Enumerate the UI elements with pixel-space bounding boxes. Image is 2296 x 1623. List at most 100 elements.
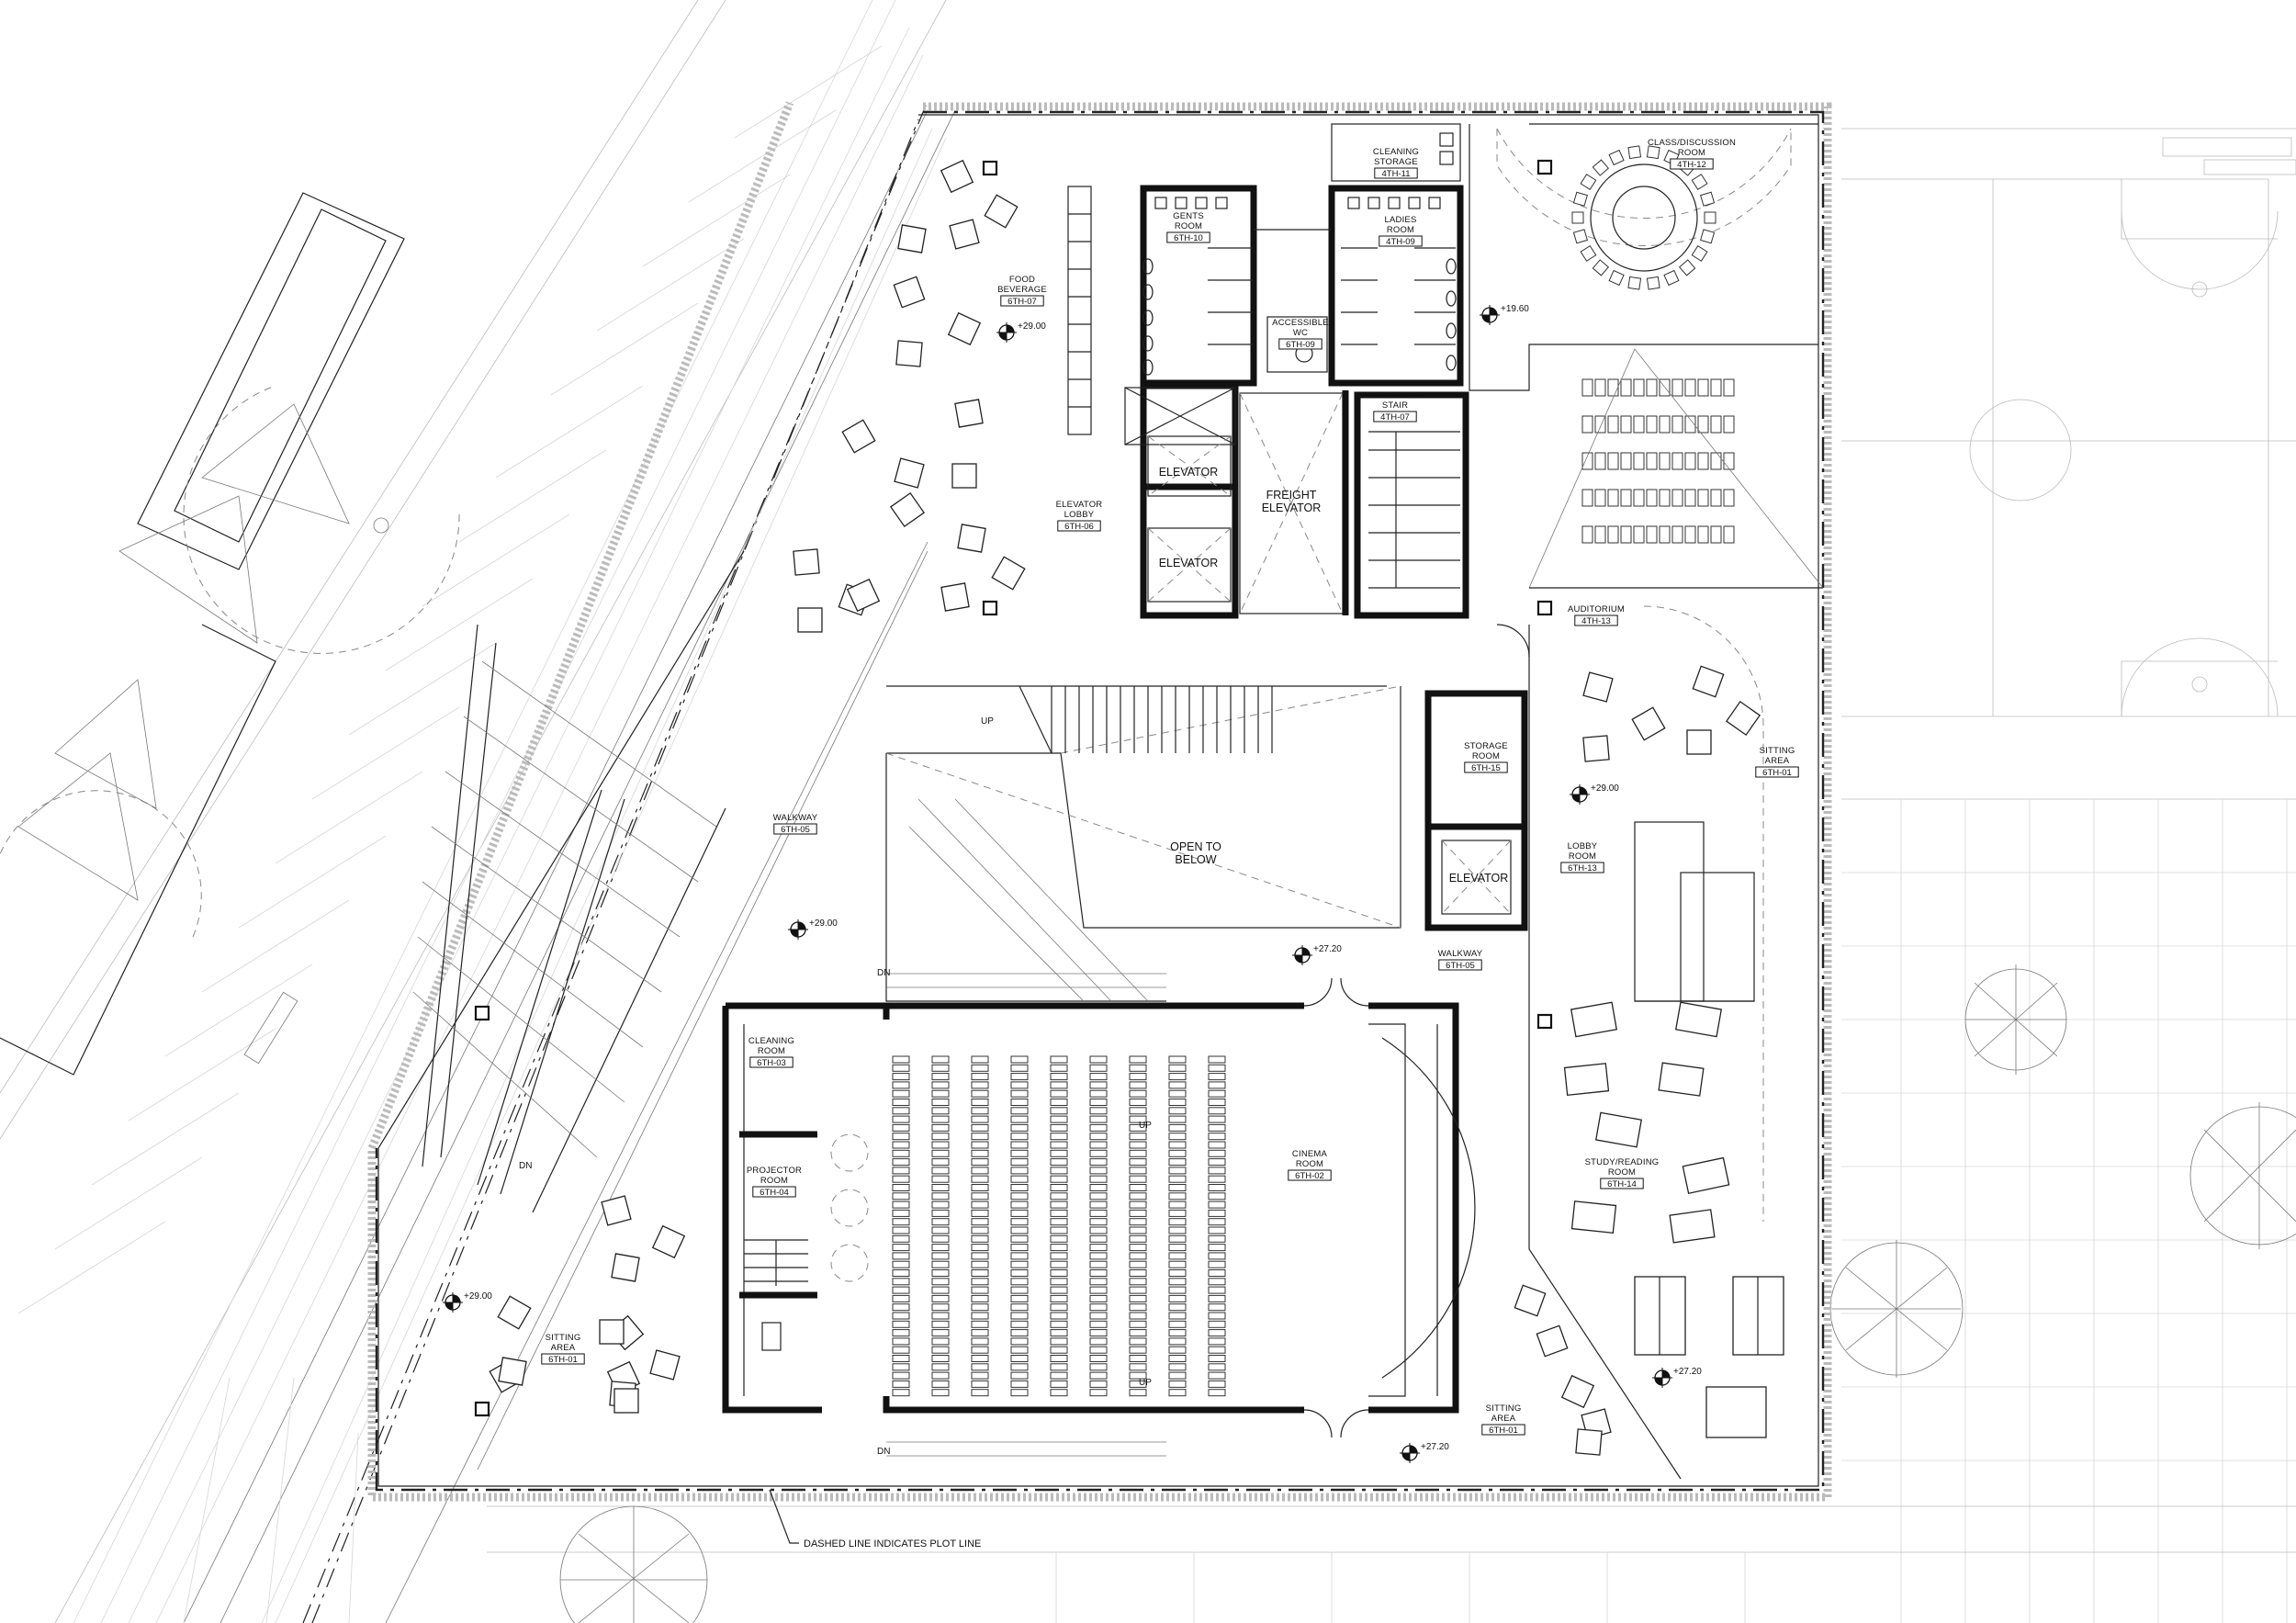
cinema-seat bbox=[1208, 1286, 1226, 1294]
cinema-seat bbox=[1010, 1175, 1029, 1183]
cinema-seat bbox=[1208, 1371, 1226, 1380]
cinema-seat bbox=[1089, 1244, 1108, 1252]
cinema-seat bbox=[1208, 1269, 1226, 1277]
round-table-chairs bbox=[1571, 145, 1716, 290]
cinema-seat bbox=[1050, 1115, 1068, 1123]
cinema-seat bbox=[1050, 1226, 1068, 1234]
cinema-seat bbox=[892, 1234, 910, 1243]
column bbox=[982, 600, 998, 616]
cinema-seat bbox=[971, 1149, 989, 1157]
lounge-chair bbox=[940, 582, 970, 612]
cinema-seat bbox=[931, 1320, 950, 1328]
cinema-seat bbox=[1168, 1337, 1187, 1346]
room-code-box bbox=[1373, 411, 1417, 423]
cinema-seat bbox=[1050, 1184, 1068, 1191]
lounge-chair bbox=[1560, 1374, 1595, 1409]
cinema-seat bbox=[1089, 1320, 1108, 1328]
cinema-seat bbox=[1089, 1312, 1108, 1320]
cinema-seat bbox=[971, 1115, 989, 1123]
auditorium-seat bbox=[1620, 378, 1632, 397]
cinema-seat bbox=[931, 1167, 950, 1175]
auditorium-seat bbox=[1671, 525, 1683, 544]
cinema-seat bbox=[892, 1269, 910, 1277]
cinema-seat bbox=[1010, 1099, 1029, 1106]
level-marker-lobby-east: +29.00 bbox=[1570, 783, 1619, 805]
cinema-seat bbox=[931, 1286, 950, 1294]
cinema-seat bbox=[892, 1244, 910, 1252]
cinema-seat bbox=[1089, 1329, 1108, 1337]
cinema-seat bbox=[1129, 1218, 1147, 1226]
auditorium-seat bbox=[1710, 489, 1722, 507]
auditorium-seat bbox=[1581, 452, 1593, 470]
room-name-elevator-lobby: ELEVATOR bbox=[1056, 500, 1103, 510]
cinema-seat bbox=[1050, 1192, 1068, 1200]
cinema-seat bbox=[1089, 1200, 1108, 1209]
auditorium-seat bbox=[1594, 415, 1606, 434]
cinema-seat bbox=[892, 1286, 910, 1294]
lounge-chair bbox=[991, 556, 1026, 591]
cinema-seat bbox=[1050, 1363, 1068, 1371]
cinema-seat bbox=[1129, 1055, 1147, 1064]
cinema-seat bbox=[1168, 1346, 1187, 1354]
freight-elevator-label-2: ELEVATOR bbox=[1262, 502, 1322, 514]
cinema-seat bbox=[971, 1081, 989, 1089]
cinema-seat bbox=[1168, 1133, 1187, 1141]
auditorium-seat bbox=[1607, 378, 1619, 397]
cinema-seat bbox=[1089, 1294, 1108, 1302]
cinema-seat bbox=[1168, 1099, 1187, 1106]
cinema-seat bbox=[931, 1234, 950, 1243]
auditorium-seat bbox=[1607, 525, 1619, 544]
cinema-seat bbox=[931, 1149, 950, 1157]
room-name-lobby-room: ROOM bbox=[1569, 851, 1596, 862]
cinema-seat bbox=[1089, 1346, 1108, 1354]
cinema-seat bbox=[1129, 1329, 1147, 1337]
cinema-seat bbox=[892, 1073, 910, 1081]
cinema-seat bbox=[1010, 1158, 1029, 1167]
cinema-seat bbox=[1050, 1081, 1068, 1089]
cinema-seat bbox=[1089, 1234, 1108, 1243]
cinema-seat bbox=[892, 1346, 910, 1354]
cinema-seat bbox=[931, 1158, 950, 1167]
cinema-seat bbox=[931, 1269, 950, 1277]
level-marker-sitting-sw: +29.00 bbox=[443, 1291, 492, 1313]
cinema-seat bbox=[931, 1175, 950, 1183]
cinema-seat bbox=[1089, 1269, 1108, 1277]
auditorium-seat bbox=[1671, 452, 1683, 470]
cinema-seat bbox=[1168, 1192, 1187, 1200]
auditorium-seat bbox=[1581, 415, 1593, 434]
cinema-seat bbox=[931, 1115, 950, 1123]
room-code-projector-room: 6TH-04 bbox=[760, 1188, 789, 1198]
cinema-seat bbox=[1208, 1312, 1226, 1320]
cinema-seat bbox=[1089, 1337, 1108, 1346]
cinema-seat bbox=[1089, 1107, 1108, 1115]
east-rooms bbox=[1424, 123, 1824, 1480]
level-symbol-cross bbox=[788, 919, 808, 940]
cinema-seat bbox=[892, 1329, 910, 1337]
cinema-seat bbox=[1050, 1167, 1068, 1175]
cinema-seat bbox=[1050, 1123, 1068, 1132]
room-labels: CLEANINGSTORAGE4TH-11CLASS/DISCUSSIONROO… bbox=[541, 138, 1799, 1436]
cinema-seat bbox=[1089, 1226, 1108, 1234]
auditorium-seat bbox=[1581, 378, 1593, 397]
auditorium-seat bbox=[1697, 452, 1709, 470]
cinema-seat bbox=[1168, 1089, 1187, 1098]
auditorium-seat bbox=[1710, 415, 1722, 434]
cinema-seat bbox=[892, 1363, 910, 1371]
room-code-box bbox=[1670, 158, 1714, 170]
cinema-seat bbox=[1050, 1141, 1068, 1149]
room-name-accessible-wc: WC bbox=[1293, 328, 1308, 338]
room-name-cleaning-room: CLEANING bbox=[748, 1036, 794, 1046]
cinema-seat bbox=[1208, 1320, 1226, 1328]
cinema-seat bbox=[971, 1337, 989, 1346]
cinema-seat bbox=[1168, 1252, 1187, 1260]
cinema-seat bbox=[971, 1141, 989, 1149]
room-code-class-discussion: 4TH-12 bbox=[1677, 160, 1706, 170]
cinema-seat bbox=[1168, 1363, 1187, 1371]
cinema-seat bbox=[1208, 1346, 1226, 1354]
cinema-seat bbox=[1050, 1107, 1068, 1115]
freight-elevator-label-1: FREIGHT bbox=[1266, 489, 1317, 502]
column bbox=[474, 1401, 490, 1417]
